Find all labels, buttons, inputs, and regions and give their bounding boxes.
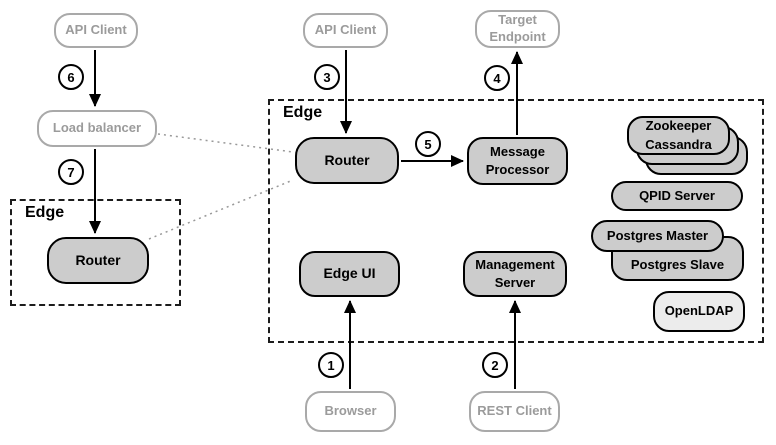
node-api-client-center: API Client [303,13,388,48]
node-target-endpoint-label: Target Endpoint [489,12,546,44]
node-browser-label: Browser [324,403,377,419]
node-postgres-slave-label: Postgres Slave [630,256,725,272]
node-management-server: Management Server [463,251,567,297]
step-badge-5: 5 [415,131,441,157]
node-rest-client-label: REST Client [477,403,552,419]
node-router-main: Router [295,137,399,184]
step-badge-1: 1 [318,352,344,378]
node-zookeeper-cassandra: Zookeeper Cassandra [627,116,730,155]
node-qpid-server-label: QPID Server [639,187,715,203]
node-postgres-master: Postgres Master [591,220,724,252]
node-api-client-center-label: API Client [314,22,377,38]
node-browser: Browser [305,391,396,432]
node-message-processor: Message Processor [467,137,568,185]
dotted-link-loadbalancer-router [157,133,294,153]
node-target-endpoint: Target Endpoint [475,10,560,48]
node-router-left: Router [47,237,149,284]
dotted-link-routerleft-routermain [148,179,294,240]
step-badge-7: 7 [58,159,84,185]
node-edge-ui: Edge UI [299,251,400,297]
node-api-client-left: API Client [54,13,138,48]
node-zookeeper-cassandra-label: Zookeeper Cassandra [645,118,712,152]
node-load-balancer-label: Load balancer [52,120,142,136]
step-badge-4: 4 [484,65,510,91]
node-management-server-label: Management Server [475,256,555,290]
group-edge-left-label: Edge [25,204,65,221]
node-qpid-server: QPID Server [611,181,743,211]
node-api-client-left-label: API Client [65,22,127,38]
step-badge-2: 2 [482,352,508,378]
node-rest-client: REST Client [469,391,560,432]
step-badge-6: 6 [58,64,84,90]
group-edge-main-label: Edge [283,104,323,121]
node-openldap-label: OpenLDAP [664,303,734,319]
node-router-left-label: Router [75,251,121,268]
node-edge-ui-label: Edge UI [323,265,376,282]
node-load-balancer: Load balancer [37,110,157,147]
node-router-main-label: Router [324,151,370,168]
node-openldap: OpenLDAP [653,291,745,332]
node-message-processor-label: Message Processor [485,143,550,177]
node-postgres-master-label: Postgres Master [606,227,709,243]
step-badge-3: 3 [314,64,340,90]
